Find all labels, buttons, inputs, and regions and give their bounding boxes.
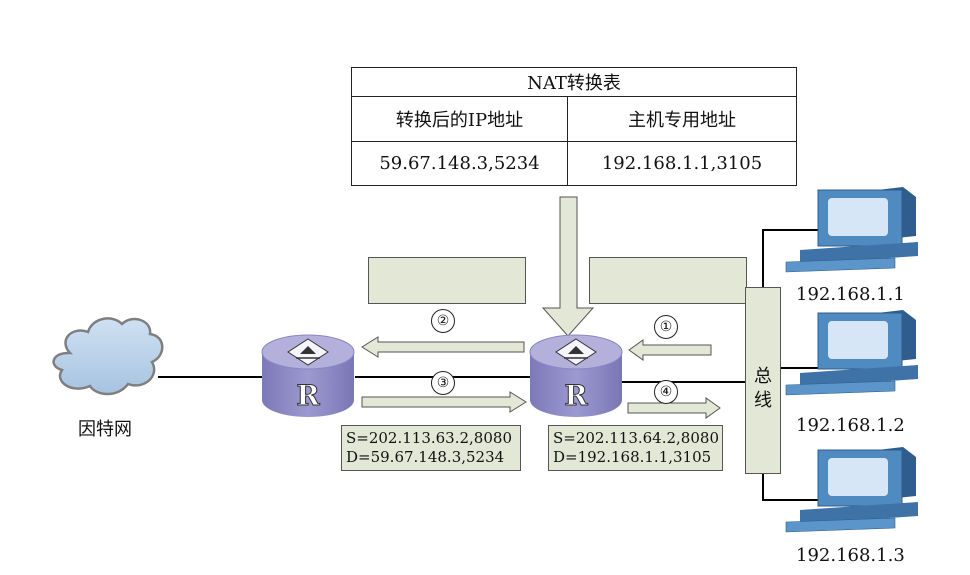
- bus-bar: 总 线: [745, 287, 781, 474]
- step-number-2: ②: [431, 309, 455, 333]
- packet-right-destination: D=192.168.1.1,3105: [553, 448, 712, 466]
- packet-box-left: S=202.113.63.2,8080 D=59.67.148.3,5234: [341, 425, 521, 471]
- nat-table: NAT转换表 转换后的IP地址 主机专用地址 59.67.148.3,5234 …: [351, 67, 797, 186]
- router-icon-2: [529, 334, 623, 417]
- arrow-step-2-left: [361, 336, 525, 358]
- router-icon-1: [261, 334, 355, 417]
- router-1-letter: R: [296, 379, 320, 412]
- nat-row-translated-value: 59.67.148.3,5234: [352, 142, 568, 185]
- nat-col-translated-header: 转换后的IP地址: [352, 97, 568, 142]
- computer-icon-2: [785, 310, 918, 396]
- bus-label-char-2: 线: [754, 390, 772, 411]
- internet-label: 因特网: [78, 419, 132, 440]
- packet-right-source: S=202.113.64.2,8080: [553, 429, 719, 447]
- arrow-step-1-left: [628, 339, 712, 361]
- packet-box-right: S=202.113.64.2,8080 D=192.168.1.1,3105: [548, 425, 723, 471]
- link-bus-host1: [762, 229, 822, 287]
- internet-cloud-icon: [52, 317, 164, 396]
- computer-icon-1: [785, 187, 918, 273]
- host-3-address: 192.168.1.3: [796, 545, 905, 566]
- nat-row-private-value: 192.168.1.1,3105: [601, 153, 763, 174]
- link-bus-host3: [762, 472, 822, 501]
- computer-icon-3: [785, 447, 918, 533]
- arrow-step-3-right: [361, 391, 527, 413]
- blank-box-left: [368, 257, 526, 304]
- step-number-1: ①: [654, 315, 678, 339]
- arrow-table-down: [541, 196, 595, 337]
- bus-label-char-1: 总: [754, 366, 772, 387]
- nat-col-private-header: 主机专用地址: [568, 97, 796, 142]
- host-1-address: 192.168.1.1: [796, 284, 905, 305]
- host-2-address: 192.168.1.2: [796, 415, 905, 436]
- nat-table-title: NAT转换表: [352, 68, 796, 97]
- step-number-4: ④: [654, 380, 678, 404]
- router-2-letter: R: [564, 379, 588, 412]
- step-number-3: ③: [431, 371, 455, 395]
- packet-left-destination: D=59.67.148.3,5234: [346, 448, 505, 466]
- blank-box-right: [589, 257, 747, 304]
- packet-left-source: S=202.113.63.2,8080: [346, 429, 512, 447]
- arrow-step-4-right: [627, 397, 721, 419]
